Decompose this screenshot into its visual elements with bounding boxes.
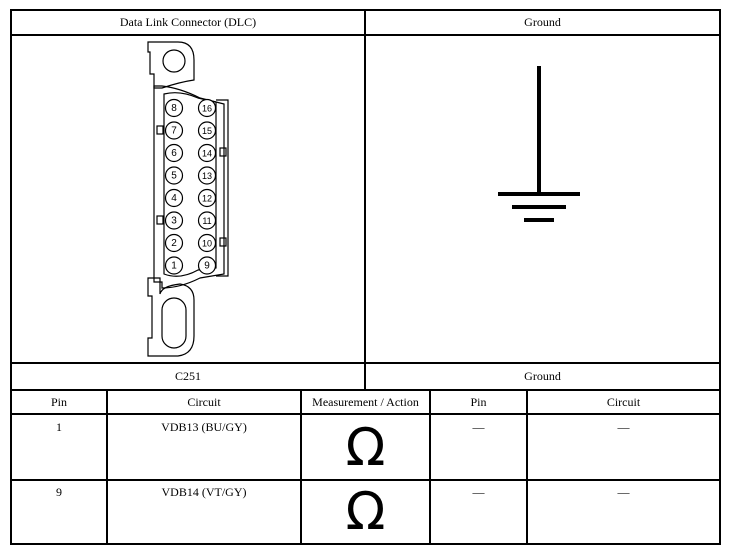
pin-circle-15	[197, 121, 217, 140]
col-header-pin-2: Pin	[470, 395, 487, 409]
pin-circle-13	[197, 166, 217, 185]
pin-circle-2	[164, 233, 184, 253]
pin-circles	[164, 98, 217, 275]
rule-col-3	[429, 389, 431, 545]
dlc-connector-diagram: 8 7 6 5 4 3 2 1 16 15 14 13 12 11 10 9	[147, 41, 229, 357]
ohmmeter-icon: Ω	[345, 418, 386, 478]
frame-left	[10, 9, 12, 545]
rule-row-1	[10, 479, 721, 481]
col-header-measurement: Measurement / Action	[312, 395, 419, 409]
pin-label-6: 6	[171, 148, 177, 159]
rule-col-4	[526, 389, 528, 545]
pin-label-5: 5	[171, 171, 177, 182]
row-pin: 9	[56, 485, 62, 499]
pin-circle-1	[164, 256, 184, 275]
rule-col-header	[10, 413, 721, 415]
row-circuit: VDB14 (VT/GY)	[161, 485, 247, 499]
pin-labels: 8 7 6 5 4 3 2 1 16 15 14 13 12 11 10 9	[171, 103, 212, 272]
pin-circle-10	[197, 233, 217, 253]
row-circuit-2: —	[617, 485, 630, 499]
ground-footer-label: Ground	[524, 369, 561, 383]
row-circuit-2: —	[617, 420, 630, 434]
pin-label-2: 2	[171, 238, 177, 249]
pin-label-3: 3	[171, 216, 177, 227]
pin-circle-4	[164, 188, 184, 208]
pin-label-15: 15	[202, 126, 212, 136]
pin-circle-14	[197, 143, 217, 163]
col-header-pin: Pin	[50, 395, 67, 409]
frame-right	[719, 9, 721, 545]
rule-top-divider	[364, 9, 366, 391]
pin-circle-9	[197, 256, 217, 275]
row-pin: 1	[56, 420, 62, 434]
pin-circle-16	[197, 98, 217, 118]
pin-label-14: 14	[202, 149, 212, 159]
col-header-circuit-2: Circuit	[606, 395, 641, 409]
pin-label-1: 1	[171, 261, 177, 272]
pin-circle-5	[164, 166, 184, 185]
connector-id-label: C251	[174, 369, 201, 383]
dlc-header: Data Link Connector (DLC)	[119, 15, 257, 29]
pin-label-16: 16	[202, 104, 212, 114]
pin-label-4: 4	[171, 193, 177, 204]
pin-circle-8	[164, 98, 184, 118]
pin-circle-7	[164, 121, 184, 140]
ground-header: Ground	[524, 15, 561, 29]
frame-bottom	[10, 543, 721, 545]
pin-label-8: 8	[171, 103, 177, 114]
ohmmeter-icon: Ω	[345, 482, 386, 542]
pin-circle-12	[197, 188, 217, 208]
rule-col-1	[106, 389, 108, 545]
ground-symbol-icon	[498, 66, 580, 222]
rule-col-2	[300, 389, 302, 545]
col-header-circuit: Circuit	[187, 395, 221, 409]
row-pin-2: —	[472, 485, 485, 499]
pin-circle-11	[197, 211, 217, 230]
pin-circle-6	[164, 143, 184, 163]
row-pin-2: —	[472, 420, 485, 434]
pin-circle-3	[164, 211, 184, 230]
pin-label-9: 9	[204, 261, 210, 272]
pin-label-13: 13	[202, 171, 212, 181]
pin-label-12: 12	[202, 194, 212, 204]
pin-label-11: 11	[202, 216, 211, 226]
pin-label-7: 7	[171, 126, 177, 137]
pin-label-10: 10	[202, 239, 212, 249]
row-circuit: VDB13 (BU/GY)	[161, 420, 247, 434]
